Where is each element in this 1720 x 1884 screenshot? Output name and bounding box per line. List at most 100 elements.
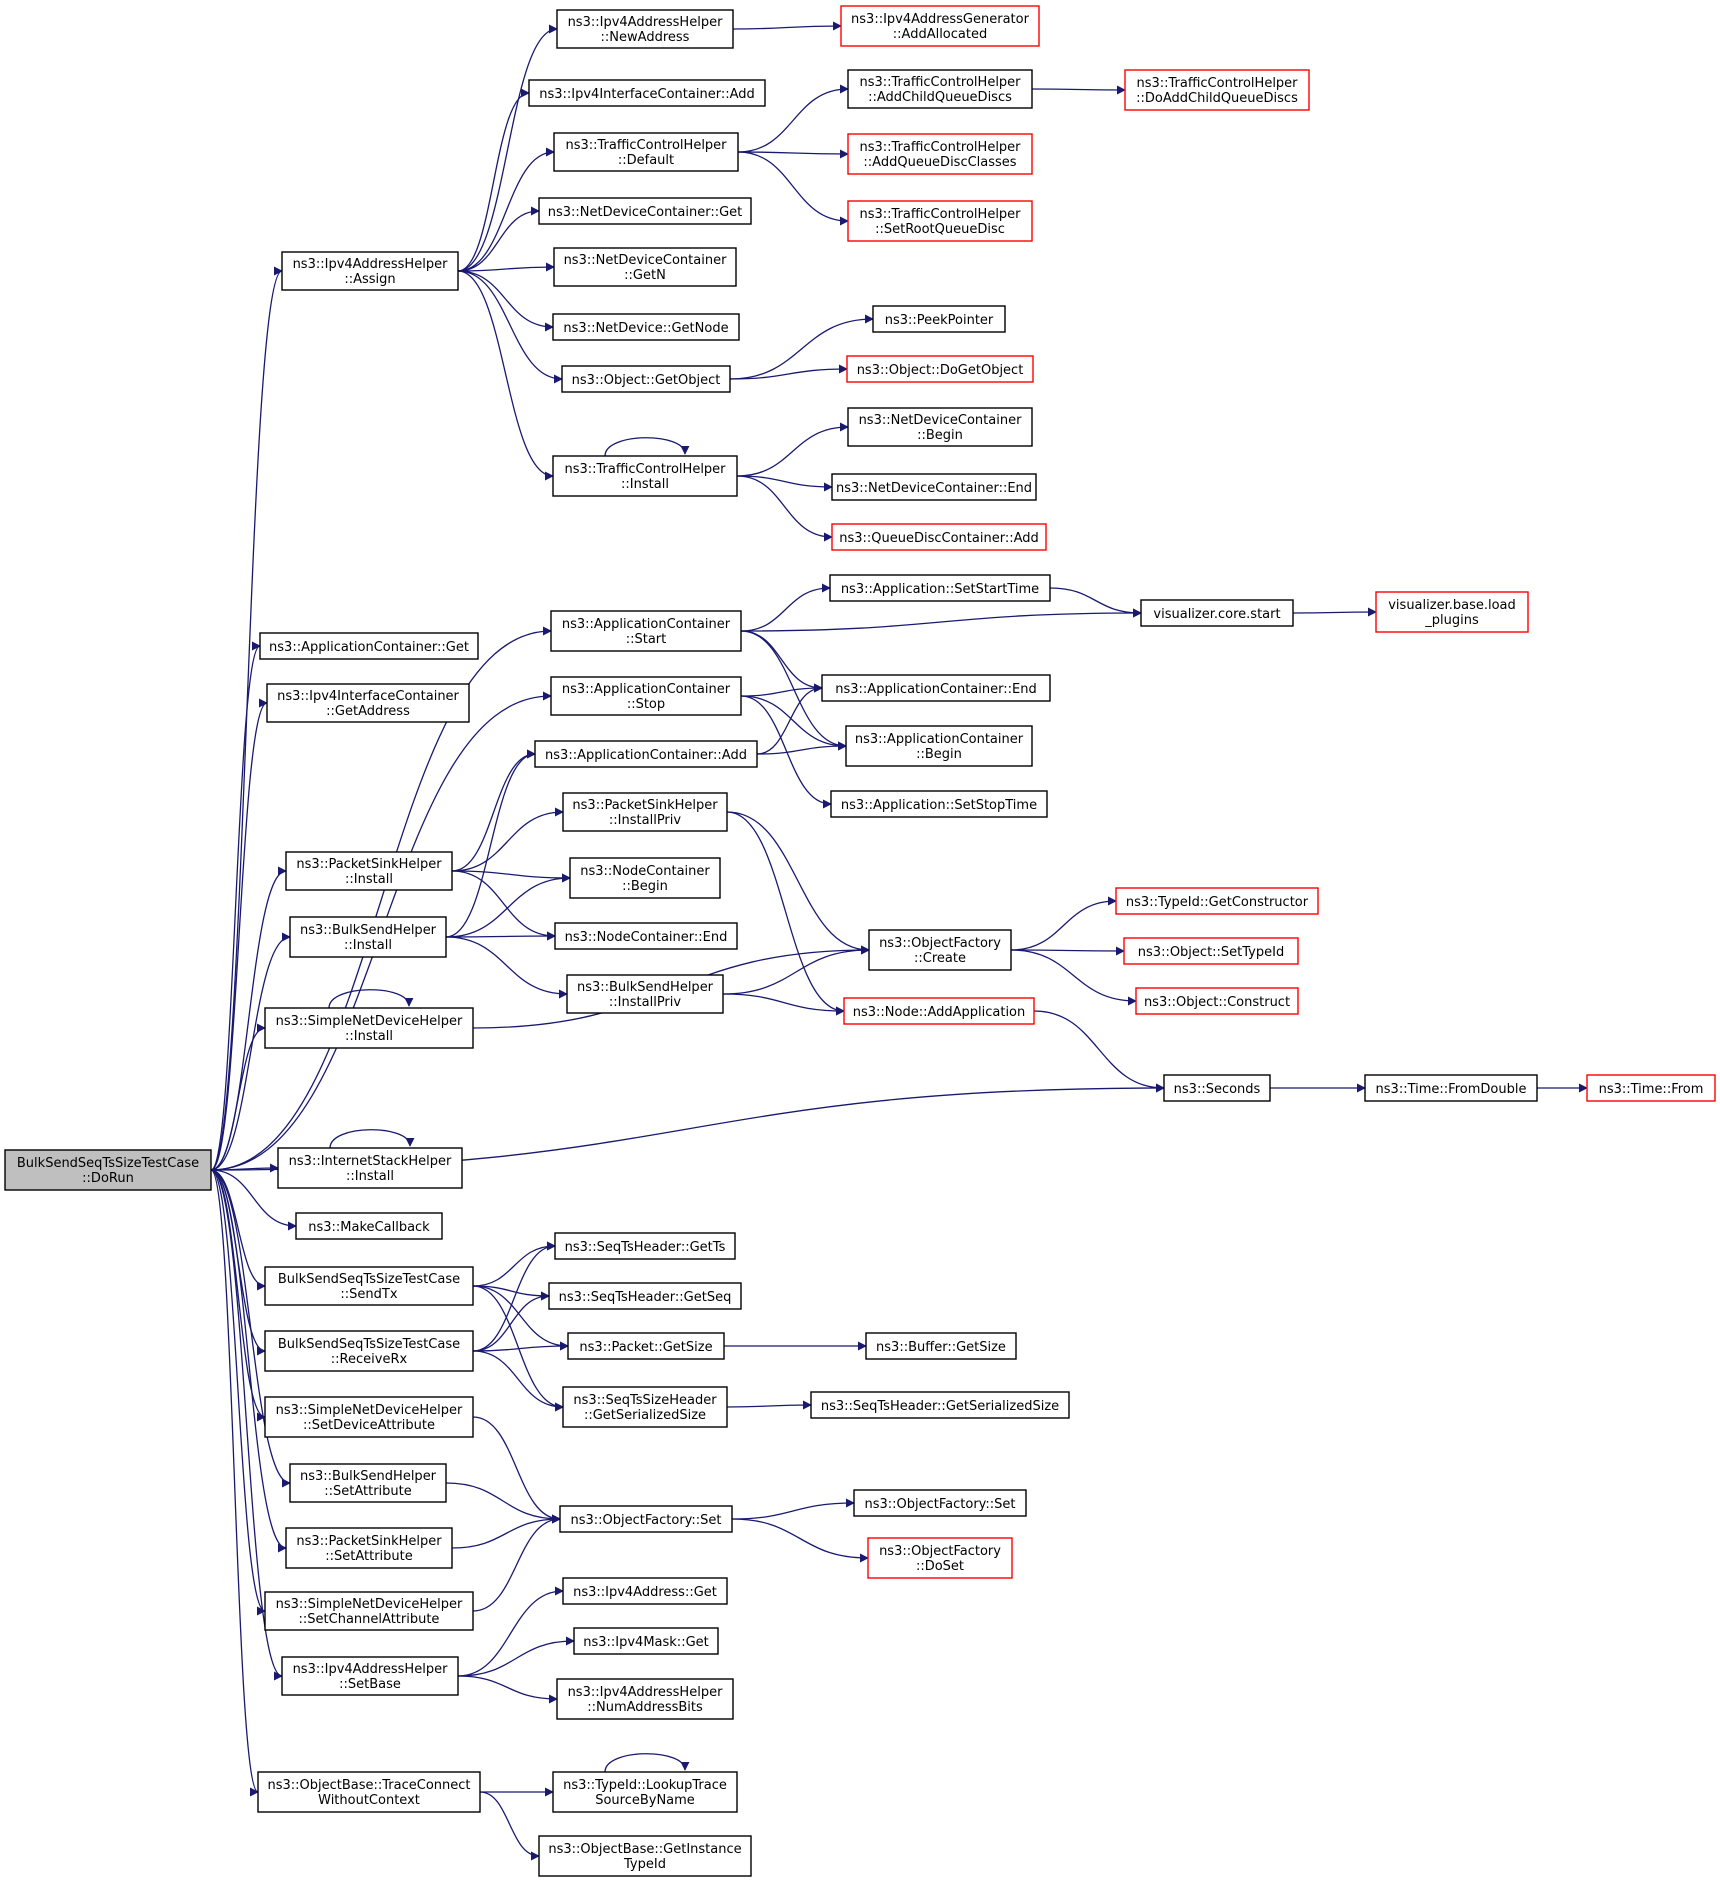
node-ipv4gen-addalloc[interactable]: ns3::Ipv4AddressGenerator::AddAllocated [840,5,1040,47]
node-sndh-setchanattr[interactable]: ns3::SimpleNetDeviceHelper::SetChannelAt… [264,1591,474,1631]
node-psh-installpriv[interactable]: ns3::PacketSinkHelper::InstallPriv [562,792,728,832]
node-app-setstop[interactable]: ns3::Application::SetStopTime [830,790,1048,818]
node-peekpointer[interactable]: ns3::PeekPointer [872,305,1006,333]
node-label-line: ns3::Ipv4Mask::Get [583,1635,709,1650]
node-sth-getseq[interactable]: ns3::SeqTsHeader::GetSeq [548,1282,742,1310]
node-seconds[interactable]: ns3::Seconds [1163,1074,1271,1102]
call-edge [736,475,833,542]
node-receiverx[interactable]: BulkSendSeqTsSizeTestCase::ReceiveRx [264,1330,474,1372]
call-edge [445,873,571,938]
node-label-line: ns3::MakeCallback [308,1220,430,1235]
node-ndc-end[interactable]: ns3::NetDeviceContainer::End [831,473,1037,501]
node-tch-doaddchild[interactable]: ns3::TrafficControlHelper::DoAddChildQue… [1124,69,1310,111]
node-obj-construct[interactable]: ns3::Object::Construct [1135,987,1299,1015]
node-ipv4if-getaddr[interactable]: ns3::Ipv4InterfaceContainer::GetAddress [266,683,470,723]
node-ndc-get[interactable]: ns3::NetDeviceContainer::Get [538,197,752,225]
node-node-addapp[interactable]: ns3::Node::AddApplication [843,997,1035,1025]
node-buffer-getsize[interactable]: ns3::Buffer::GetSize [865,1332,1017,1360]
node-box [548,1282,742,1310]
node-psh-install[interactable]: ns3::PacketSinkHelper::Install [285,851,453,891]
call-edge [731,1518,869,1563]
node-time-from[interactable]: ns3::Time::From [1586,1074,1716,1102]
call-edge [472,1350,564,1412]
node-ipv4-numbits[interactable]: ns3::Ipv4AddressHelper::NumAddressBits [556,1678,734,1720]
node-label-line: ns3::TrafficControlHelper [859,207,1021,222]
node-appc-begin[interactable]: ns3::ApplicationContainer::Begin [845,725,1033,767]
node-sndh-install[interactable]: ns3::SimpleNetDeviceHelper::Install [264,1007,474,1049]
node-ipv4if-add[interactable]: ns3::Ipv4InterfaceContainer::Add [528,79,766,107]
node-typeid-getctor[interactable]: ns3::TypeId::GetConstructor [1115,887,1319,915]
node-label-line: ns3::NetDeviceContainer [564,253,728,268]
node-label-line: ns3::Ipv4AddressHelper [568,15,724,30]
node-label-line: visualizer.base.load [1388,598,1516,613]
call-edge [740,695,847,751]
node-box [1586,1074,1716,1102]
node-of-set[interactable]: ns3::ObjectFactory::Set [559,1505,733,1533]
node-appc-add[interactable]: ns3::ApplicationContainer::Add [534,740,758,768]
node-appc-end[interactable]: ns3::ApplicationContainer::End [821,674,1051,702]
call-edge [604,1753,690,1773]
node-ndc-begin[interactable]: ns3::NetDeviceContainer::Begin [847,407,1033,447]
node-tch-addchild[interactable]: ns3::TrafficControlHelper::AddChildQueue… [847,69,1033,109]
node-appc-start[interactable]: ns3::ApplicationContainer::Start [550,610,742,652]
node-ish-install[interactable]: ns3::InternetStackHelper::Install [277,1147,463,1189]
node-qdc-add[interactable]: ns3::QueueDiscContainer::Add [831,523,1047,551]
node-ipv4addr-get[interactable]: ns3::Ipv4Address::Get [562,1577,728,1605]
node-sndh-setdevattr[interactable]: ns3::SimpleNetDeviceHelper::SetDeviceAtt… [264,1396,474,1438]
node-tch-addclasses[interactable]: ns3::TrafficControlHelper::AddQueueDiscC… [847,133,1033,175]
node-viz-start[interactable]: visualizer.core.start [1140,599,1294,627]
node-of-set2[interactable]: ns3::ObjectFactory::Set [853,1489,1027,1517]
node-label-line: ns3::Packet::GetSize [579,1340,712,1355]
node-of-create[interactable]: ns3::ObjectFactory::Create [868,929,1012,971]
node-obj-dogetobject[interactable]: ns3::Object::DoGetObject [846,355,1034,383]
node-nc-end[interactable]: ns3::NodeContainer::End [554,922,738,950]
node-bsh-installpriv[interactable]: ns3::BulkSendHelper::InstallPriv [566,974,724,1014]
node-ipv4mask-get[interactable]: ns3::Ipv4Mask::Get [573,1627,719,1655]
node-nc-begin[interactable]: ns3::NodeContainer::Begin [569,857,721,899]
node-obj-settypeid[interactable]: ns3::Object::SetTypeId [1123,937,1299,965]
node-appc-stop[interactable]: ns3::ApplicationContainer::Stop [550,676,742,716]
node-box [528,79,766,107]
node-appc-get[interactable]: ns3::ApplicationContainer::Get [259,632,479,660]
node-viz-load[interactable]: visualizer.base.load_plugins [1375,591,1529,633]
node-tch-install[interactable]: ns3::TrafficControlHelper::Install [552,455,738,497]
node-time-fromdouble[interactable]: ns3::Time::FromDouble [1364,1074,1538,1102]
node-nd-getnode[interactable]: ns3::NetDevice::GetNode [552,313,740,341]
call-edge [1049,587,1142,618]
node-box [264,1007,474,1049]
call-edge [736,422,849,477]
call-edge [210,626,552,1171]
node-makecallback[interactable]: ns3::MakeCallback [295,1212,443,1240]
node-ipv4-setbase[interactable]: ns3::Ipv4AddressHelper::SetBase [281,1656,459,1696]
node-tch-setroot[interactable]: ns3::TrafficControlHelper::SetRootQueueD… [847,200,1033,242]
node-box [1140,599,1294,627]
node-box [1123,937,1299,965]
node-box [1115,887,1319,915]
node-sendtx[interactable]: BulkSendSeqTsSizeTestCase::SendTx [264,1266,474,1306]
node-of-doset[interactable]: ns3::ObjectFactory::DoSet [867,1537,1013,1579]
node-obj-getobject[interactable]: ns3::Object::GetObject [561,365,731,393]
node-box [552,313,740,341]
node-box [556,1678,734,1720]
node-bsh-setattr[interactable]: ns3::BulkSendHelper::SetAttribute [289,1463,447,1503]
node-root[interactable]: BulkSendSeqTsSizeTestCase::DoRun [4,1149,212,1191]
node-label-line: ns3::PacketSinkHelper [296,857,442,872]
node-label-line: ns3::ObjectFactory::Set [570,1513,721,1528]
node-psh-setattr[interactable]: ns3::PacketSinkHelper::SetAttribute [285,1527,453,1569]
node-sth-getser[interactable]: ns3::SeqTsHeader::GetSerializedSize [810,1391,1070,1419]
node-ipv4-assign[interactable]: ns3::Ipv4AddressHelper::Assign [281,251,459,291]
node-box [556,9,734,49]
node-packet-getsize[interactable]: ns3::Packet::GetSize [567,1332,725,1360]
node-ipv4-newaddress[interactable]: ns3::Ipv4AddressHelper::NewAddress [556,9,734,49]
node-ndc-getn[interactable]: ns3::NetDeviceContainer::GetN [553,247,737,287]
node-sth-getts[interactable]: ns3::SeqTsHeader::GetTs [554,1232,736,1260]
node-bsh-install[interactable]: ns3::BulkSendHelper::Install [289,916,447,958]
node-tch-default[interactable]: ns3::TrafficControlHelper::Default [553,132,739,172]
node-ob-traceconnect[interactable]: ns3::ObjectBase::TraceConnectWithoutCont… [257,1771,481,1813]
node-app-setstart[interactable]: ns3::Application::SetStartTime [829,574,1051,602]
node-stsh-getser[interactable]: ns3::SeqTsSizeHeader::GetSerializedSize [562,1386,728,1428]
node-label-line: ::Assign [344,272,395,287]
node-label-line: ns3::SimpleNetDeviceHelper [276,1597,463,1612]
